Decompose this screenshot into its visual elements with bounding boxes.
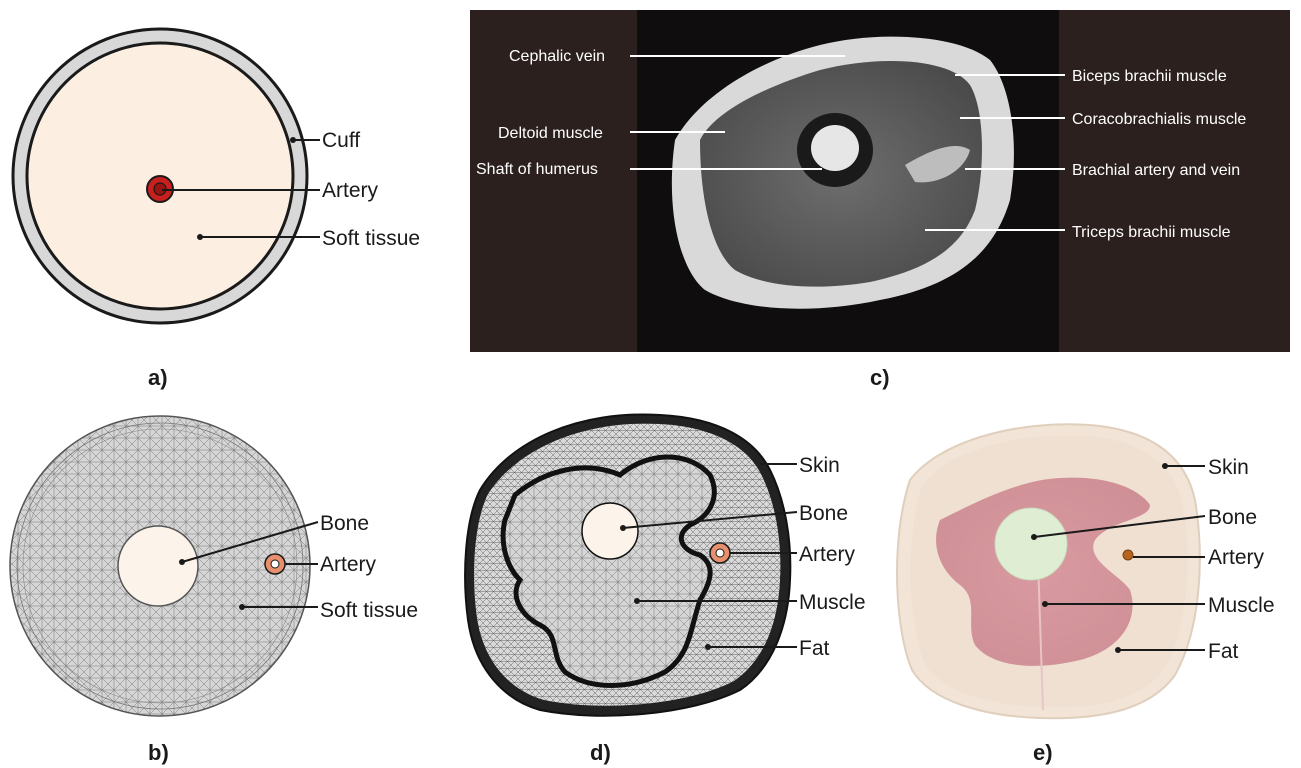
muscle-label-d: Muscle [799, 591, 866, 614]
bone-region-d [582, 503, 638, 559]
panel-a: Cuff Artery Soft tissue a) [13, 29, 420, 390]
deltoid-label: Deltoid muscle [498, 125, 603, 142]
skin-dot-e [1162, 463, 1168, 469]
phantom-bone [995, 508, 1067, 580]
biceps-label: Biceps brachii muscle [1072, 68, 1227, 85]
bone-dot-d [620, 525, 626, 531]
humerus-label: Shaft of humerus [476, 161, 598, 178]
artery-label: Artery [322, 179, 379, 202]
skin-label-e: Skin [1208, 456, 1249, 479]
cuff-label: Cuff [322, 129, 360, 152]
skin-label-d: Skin [799, 454, 840, 477]
soft-tissue-label-b: Soft tissue [320, 599, 418, 622]
panel-e-caption: e) [1033, 740, 1053, 765]
bone-dot-b [179, 559, 185, 565]
soft-tissue-dot-b [239, 604, 245, 610]
bone-label-b: Bone [320, 512, 369, 535]
panel-c: Cephalic vein Deltoid muscle Shaft of hu… [470, 10, 1290, 390]
muscle-dot-e [1042, 601, 1048, 607]
soft-tissue-dot [197, 234, 203, 240]
cuff-dot [290, 137, 296, 143]
bone-dot-e [1031, 534, 1037, 540]
brachial-label: Brachial artery and vein [1072, 162, 1240, 179]
fat-label-d: Fat [799, 637, 830, 660]
soft-tissue-label: Soft tissue [322, 227, 420, 250]
muscle-dot-d [634, 598, 640, 604]
cephalic-vein-label: Cephalic vein [509, 48, 605, 65]
artery-lumen-d [716, 549, 724, 557]
panel-d-caption: d) [590, 740, 611, 765]
muscle-label-e: Muscle [1208, 594, 1275, 617]
fat-dot-e [1115, 647, 1121, 653]
bone-label-e: Bone [1208, 506, 1257, 529]
artery-label-d: Artery [799, 543, 856, 566]
phantom-artery [1123, 550, 1133, 560]
fat-dot-d [705, 644, 711, 650]
panel-a-caption: a) [148, 365, 168, 390]
artery-lumen-b [271, 560, 279, 568]
artery-label-b: Artery [320, 553, 377, 576]
artery-label-e: Artery [1208, 546, 1265, 569]
panel-b: Bone Artery Soft tissue b) [10, 416, 418, 765]
panel-d: Skin Bone Artery Muscle Fat d) [465, 414, 865, 765]
panel-c-caption: c) [870, 365, 890, 390]
coracobrachialis-label: Coracobrachialis muscle [1072, 111, 1246, 128]
panel-e: Skin Bone Artery Muscle Fat e) [897, 424, 1275, 765]
triceps-label: Triceps brachii muscle [1072, 224, 1231, 241]
bone-label-d: Bone [799, 502, 848, 525]
bone-region [118, 526, 198, 606]
panel-b-caption: b) [148, 740, 169, 765]
fat-label-e: Fat [1208, 640, 1239, 663]
mri-humerus-marrow [811, 125, 859, 171]
